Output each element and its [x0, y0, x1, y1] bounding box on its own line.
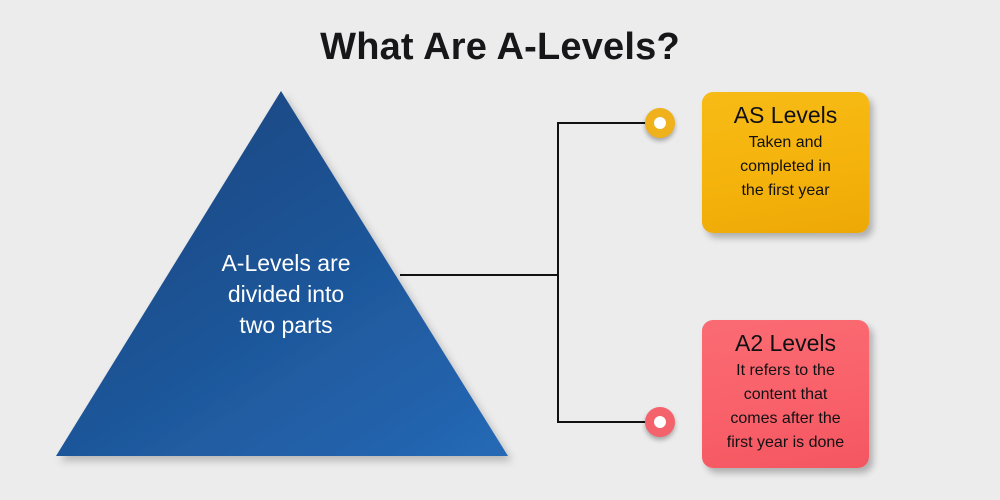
card-as-levels-body: Taken and completed in the first year [712, 131, 859, 203]
card-a2-levels[interactable]: A2 Levels It refers to the content that … [702, 320, 869, 468]
card-as-levels-body-line-3: the first year [741, 182, 830, 199]
card-as-levels-body-line-2: completed in [740, 158, 831, 175]
card-a2-levels-body-line-4: first year is done [726, 434, 845, 451]
card-a2-levels-body-line-1: It refers to the [736, 362, 835, 379]
card-as-levels[interactable]: AS Levels Taken and completed in the fir… [702, 92, 869, 233]
node-dot-a2-levels [645, 407, 675, 437]
card-a2-levels-title: A2 Levels [734, 330, 836, 356]
card-as-levels-body-line-1: Taken and [748, 134, 823, 151]
node-dot-as-levels [645, 108, 675, 138]
card-a2-levels-body-line-3: comes after the [730, 410, 841, 427]
triangle-shape [56, 91, 508, 456]
page-title: What Are A-Levels? [320, 26, 680, 68]
card-as-levels-title: AS Levels [733, 102, 838, 128]
card-a2-levels-body: It refers to the content that comes afte… [712, 359, 859, 455]
card-a2-levels-body-line-2: content that [743, 386, 828, 403]
